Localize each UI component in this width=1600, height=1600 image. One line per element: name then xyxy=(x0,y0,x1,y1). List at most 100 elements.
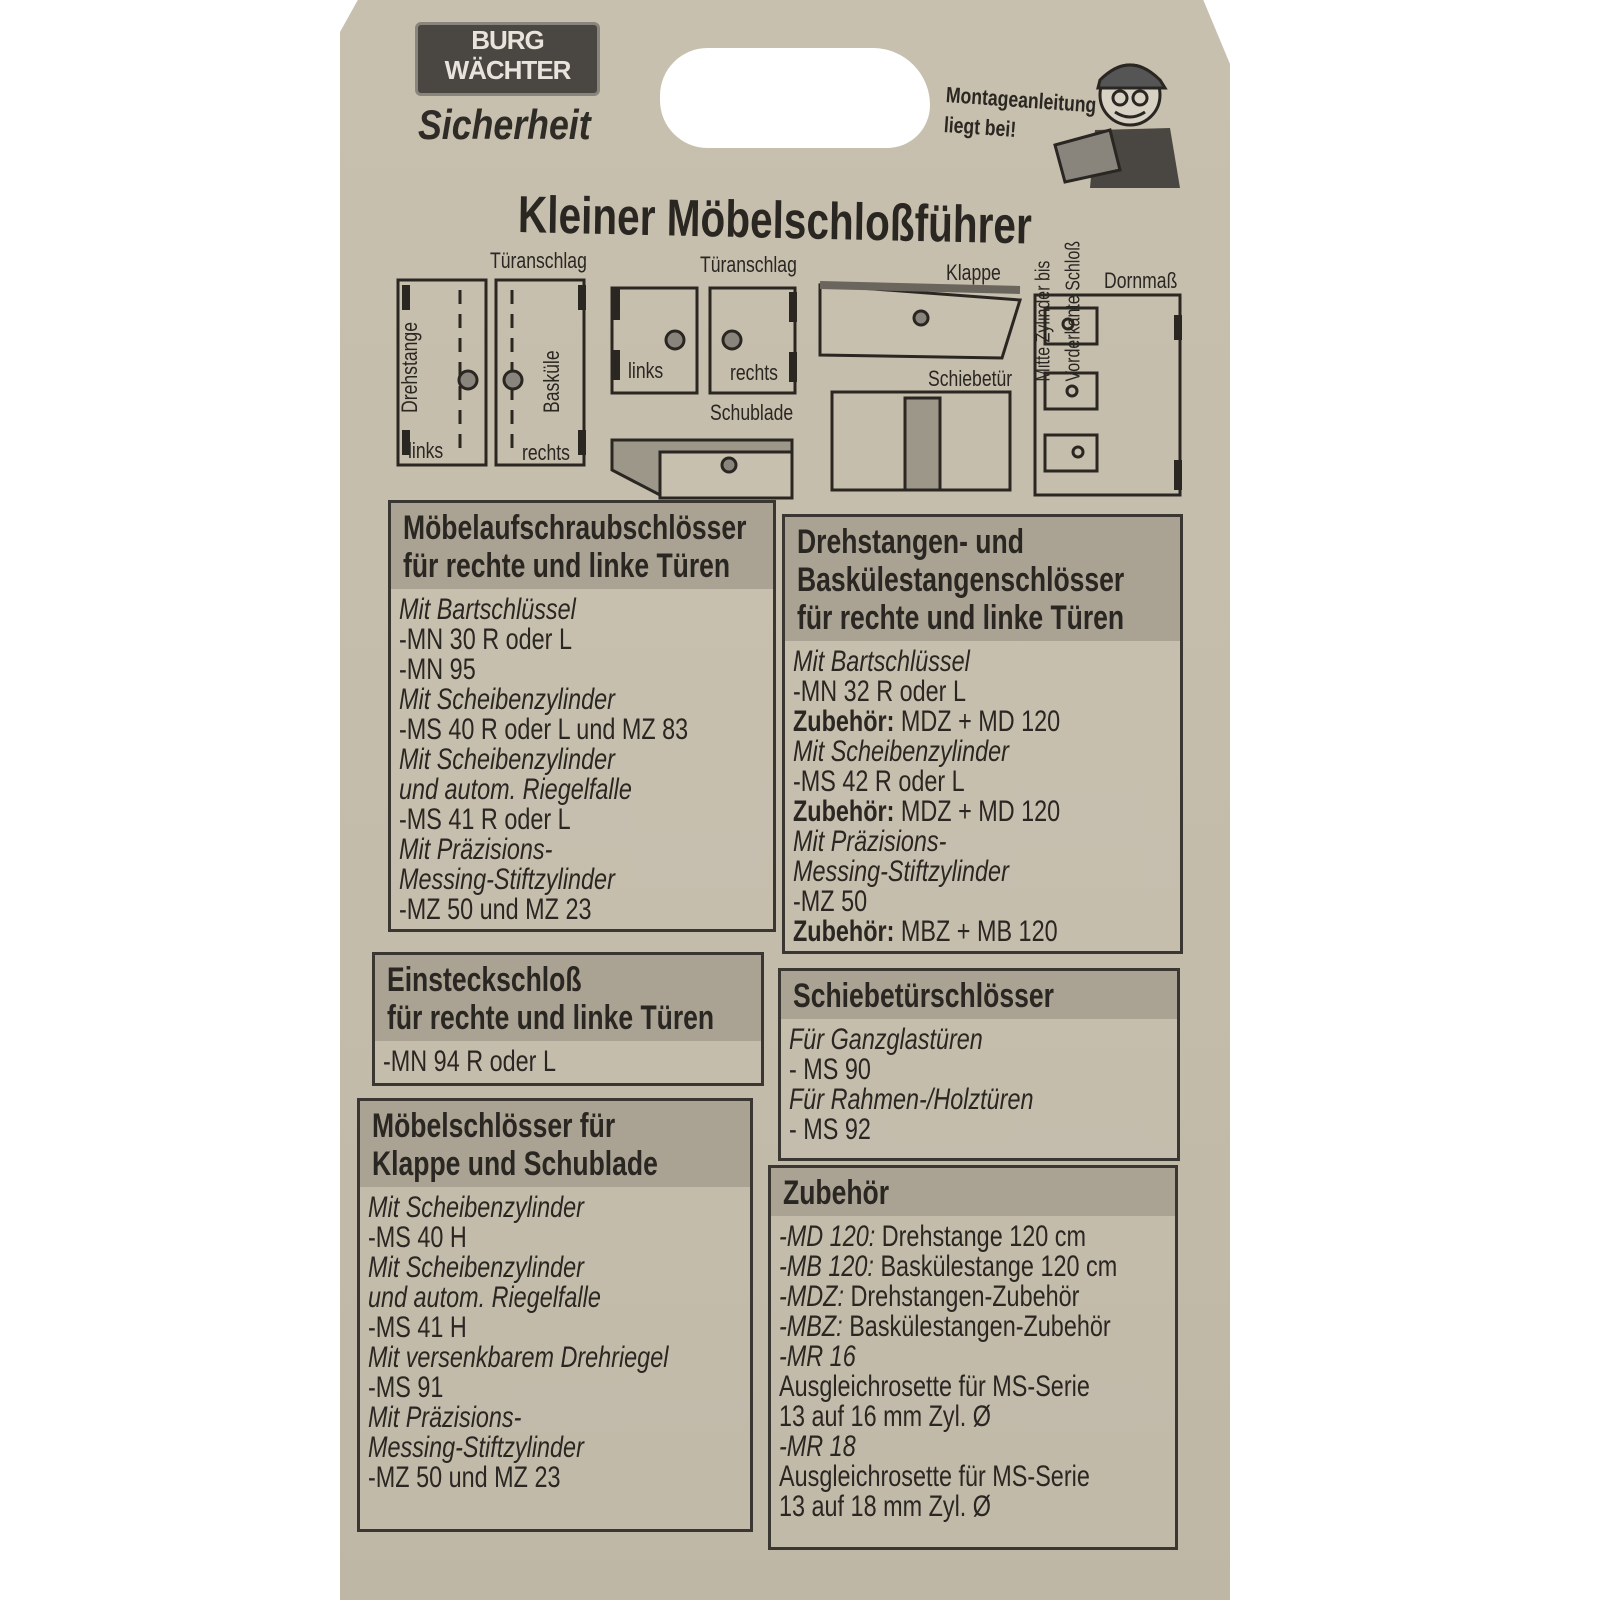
section-line: -MDZ: Drehstangen-Zubehör xyxy=(779,1282,1082,1312)
brand-line2: WÄCHTER xyxy=(444,55,572,85)
label-klappe: Klappe xyxy=(946,260,1001,285)
brand-line1: BURG xyxy=(471,25,545,55)
line-text: Drehstangen-Zubehör xyxy=(843,1280,1080,1313)
brand-logo: BURG WÄCHTER xyxy=(415,22,600,96)
diagram-drawings-icon xyxy=(396,278,1182,500)
section-line: -MB 120: Baskülestange 120 cm xyxy=(779,1250,1117,1283)
section-line: Zubehör: MDZ + MD 120 xyxy=(793,707,1089,737)
section-line: und autom. Riegelfalle xyxy=(399,773,632,806)
section-line: Messing-Stiftzylinder xyxy=(399,863,615,896)
section-line: Für Rahmen-/Holztüren xyxy=(789,1083,1034,1116)
section-line: -MS 40 H xyxy=(368,1221,467,1254)
line-prefix: -MDZ: xyxy=(779,1280,844,1313)
section-line: Mit Scheibenzylinder xyxy=(399,743,615,776)
line-prefix: Zubehör: xyxy=(793,915,895,948)
section-line: Messing-Stiftzylinder xyxy=(368,1431,584,1464)
section-line: Mit Präzisions- xyxy=(368,1401,522,1434)
section-title-line: Schiebetürschlösser xyxy=(793,977,1054,1015)
section-title-line: Möbelaufschraubschlösser xyxy=(403,509,747,547)
section-title-line: Zubehör xyxy=(783,1174,890,1212)
package-card xyxy=(340,0,1230,1600)
section-line: Mit Scheibenzylinder xyxy=(399,683,615,716)
section-line: Zubehör: MBZ + MB 120 xyxy=(793,917,1089,947)
section-title-line: Drehstangen- und xyxy=(797,523,1024,561)
section-line: Für Ganzglastüren xyxy=(789,1023,983,1056)
section-title-line: Möbelschlösser für xyxy=(372,1107,616,1145)
box-zubehoer: Zubehör -MD 120: Drehstange 120 cm-MB 120… xyxy=(768,1165,1178,1550)
section-line: -MZ 50 und MZ 23 xyxy=(399,893,592,926)
line-text: Baskülestange 120 cm xyxy=(873,1250,1118,1283)
section-line: Mit Bartschlüssel xyxy=(399,593,576,626)
section-title-line: für rechte und linke Türen xyxy=(403,547,731,585)
line-text: Baskülestangen-Zubehör xyxy=(842,1310,1111,1343)
section-line: Ausgleichrosette für MS-Serie xyxy=(779,1370,1090,1403)
label-drehstange: Drehstange xyxy=(397,322,422,413)
section-line: -MS 41 H xyxy=(368,1311,467,1344)
section-line: und autom. Riegelfalle xyxy=(368,1281,601,1314)
section-line: -MR 18 xyxy=(779,1430,856,1463)
label-rechts-2: rechts xyxy=(730,360,778,385)
line-text: Drehstange 120 cm xyxy=(875,1220,1086,1253)
section-title-line: für rechte und linke Türen xyxy=(387,999,715,1037)
section-line: - MS 92 xyxy=(789,1113,871,1146)
section-line: -MN 94 R oder L xyxy=(383,1045,556,1078)
door-type-diagrams: Türanschlag Drehstange links Basküle rec… xyxy=(380,240,1200,510)
hanger-hole xyxy=(660,48,930,148)
section-line: Messing-Stiftzylinder xyxy=(793,855,1009,888)
line-text: MBZ + MB 120 xyxy=(894,915,1058,948)
section-line: -MN 32 R oder L xyxy=(793,675,966,708)
line-prefix: Zubehör: xyxy=(793,795,895,828)
section-line: -MR 16 xyxy=(779,1340,856,1373)
label-dornmass: Dornmaß xyxy=(1104,268,1178,293)
line-text: MDZ + MD 120 xyxy=(894,705,1061,738)
section-line: -MS 91 xyxy=(368,1371,444,1404)
section-line: Mit Präzisions- xyxy=(793,825,947,858)
section-line: Mit Präzisions- xyxy=(399,833,553,866)
label-links-1: links xyxy=(408,438,444,463)
section-header: Zubehör xyxy=(771,1168,1175,1216)
section-line: -MBZ: Baskülestangen-Zubehör xyxy=(779,1310,1111,1343)
section-line: Mit Scheibenzylinder xyxy=(368,1191,584,1224)
label-rechts-1: rechts xyxy=(522,440,570,465)
section-title-line: Baskülestangenschlösser xyxy=(797,561,1125,599)
line-prefix: -MB 120: xyxy=(779,1250,874,1283)
section-line: -MN 95 xyxy=(399,653,476,686)
section-line: -MN 30 R oder L xyxy=(399,623,572,656)
line-prefix: -MD 120: xyxy=(779,1220,876,1253)
section-line: Zubehör: MDZ + MD 120 xyxy=(793,797,1089,827)
section-line: -MD 120: Drehstange 120 cm xyxy=(779,1220,1086,1253)
section-line: -MS 40 R oder L und MZ 83 xyxy=(399,713,689,746)
label-dorn-note-2: Vorderkante Schloß xyxy=(1062,240,1085,382)
section-line: 13 auf 18 mm Zyl. Ø xyxy=(779,1490,991,1523)
section-line: -MS 42 R oder L xyxy=(793,765,965,798)
section-body: -MD 120: Drehstange 120 cm-MB 120: Baskü… xyxy=(771,1216,1175,1528)
line-prefix: -MBZ: xyxy=(779,1310,843,1343)
label-turanschlag-2: Türanschlag xyxy=(700,252,797,277)
section-title-line: Klappe und Schublade xyxy=(372,1145,658,1183)
section-title-line: für rechte und linke Türen xyxy=(797,599,1125,637)
label-dorn-note-1: Mitte Zylinder bis xyxy=(1032,260,1055,382)
label-turanschlag-1: Türanschlag xyxy=(490,248,587,273)
section-line: -MS 41 R oder L xyxy=(399,803,571,836)
section-title-line: Einsteckschloß xyxy=(387,961,582,999)
section-line: - MS 90 xyxy=(789,1053,871,1086)
section-body: -MN 94 R oder L xyxy=(375,1041,761,1083)
section-line: 13 auf 16 mm Zyl. Ø xyxy=(779,1400,991,1433)
section-line: Mit versenkbarem Drehriegel xyxy=(368,1341,669,1374)
mascot-illustration-icon xyxy=(1053,63,1180,188)
label-links-2: links xyxy=(628,358,664,383)
label-schublade: Schublade xyxy=(710,400,794,425)
section-line: Ausgleichrosette für MS-Serie xyxy=(779,1460,1090,1493)
